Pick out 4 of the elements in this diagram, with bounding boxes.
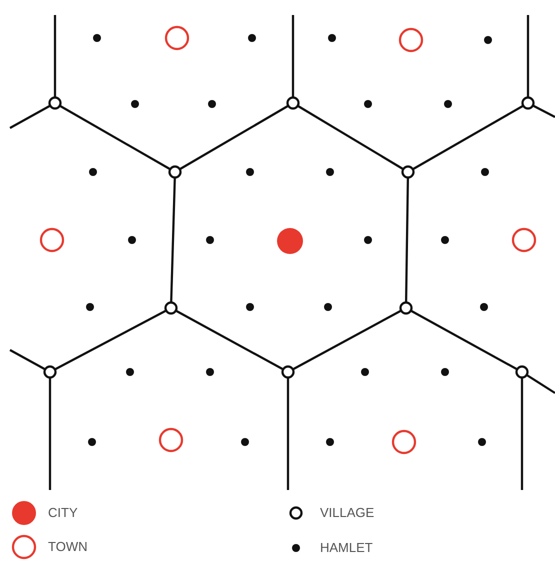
legend-label: CITY [48,505,78,521]
legend-label: HAMLET [320,540,373,556]
legend-label: VILLAGE [320,505,374,521]
legend-label: TOWN [48,539,88,555]
